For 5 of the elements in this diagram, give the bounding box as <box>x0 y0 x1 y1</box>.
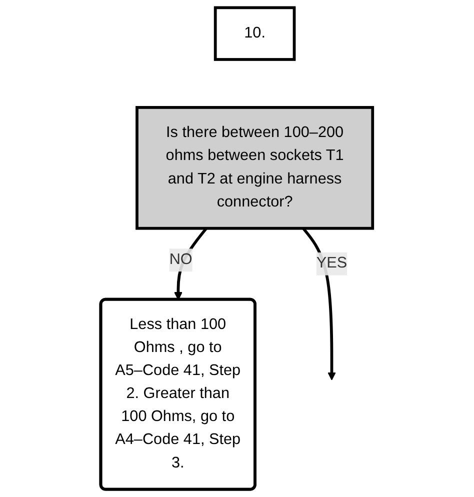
node-box: Is there between 100–200 ohms between sockets T1 and T2 at engine harness connector? <box>136 106 374 230</box>
node-box: 10. <box>214 6 296 61</box>
edge-label: YES <box>316 255 348 272</box>
arrow <box>174 227 208 300</box>
edge-label: NO <box>170 252 193 268</box>
